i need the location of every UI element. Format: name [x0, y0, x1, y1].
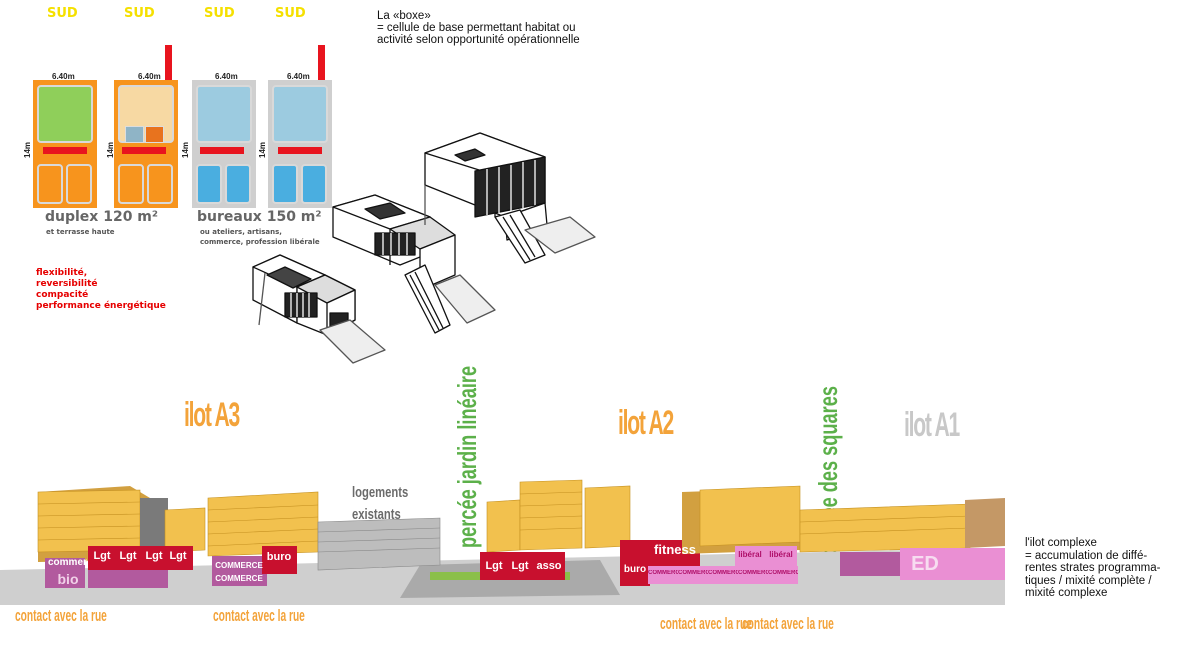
sud-label-2: SUD — [124, 6, 155, 21]
a2-main-block — [520, 480, 582, 550]
label-commerce-a2-5: COMMERCE — [768, 570, 798, 576]
plan-duplex-1-room-a — [37, 164, 63, 204]
sketch-box-2 — [333, 195, 495, 333]
a1-long-block — [800, 504, 970, 552]
quality-item: compacité — [36, 290, 166, 301]
label-lgt-4: Lgt — [166, 550, 190, 562]
plan-duplex-2-room-b — [147, 164, 173, 204]
label-buro-a3: buro — [262, 551, 296, 563]
complex-line: = accumulation de diffé- — [1025, 550, 1161, 563]
label-commerce-a2-1: COMMERCE — [648, 570, 678, 576]
intro-line: La «boxe» — [377, 10, 580, 22]
complex-text: l'ilot complexe = accumulation de diffé-… — [1025, 537, 1161, 600]
contact-label-1: contact avec la rue — [15, 606, 107, 626]
sketch-box-1 — [253, 255, 385, 363]
label-commerce-a3: commerce — [48, 557, 88, 568]
label-commerce-a2-2: COMMERCE — [678, 570, 708, 576]
complex-line: l'ilot complexe — [1025, 537, 1161, 550]
label-fitness: fitness — [645, 542, 705, 557]
ilot-a1-label: ilot A1 — [904, 406, 959, 445]
plan-duplex-2-stair — [122, 147, 166, 154]
label-commerce-a2-4: COMMERCE — [738, 570, 768, 576]
sud-label-3: SUD — [204, 6, 235, 21]
a1-end-block — [965, 498, 1005, 548]
label-asso: asso — [535, 560, 563, 572]
complex-line: rentes strates programma- — [1025, 562, 1161, 575]
depth-dim-1: 14m — [23, 142, 32, 158]
solar-marker-2 — [318, 45, 325, 85]
existing-housing — [318, 518, 440, 570]
plan-duplex-2-module-blue — [125, 126, 144, 143]
label-lgt-a2-2: Lgt — [508, 560, 532, 572]
quality-item: performance énergétique — [36, 301, 166, 312]
a3-small-block — [165, 508, 205, 552]
ilot-section-model — [0, 470, 1010, 610]
plan-duplex-1 — [33, 80, 97, 208]
intro-line: activité selon opportunité opérationnell… — [377, 34, 580, 46]
depth-dim-3: 14m — [181, 142, 190, 158]
plan-duplex-2 — [114, 80, 178, 208]
label-commerce-a2-3: COMMERCE — [708, 570, 738, 576]
ilot-a2-label: ilot A2 — [618, 404, 673, 443]
label-lgt-2: Lgt — [116, 550, 140, 562]
label-lgt-3: Lgt — [142, 550, 166, 562]
label-liberal-1: libéral — [735, 550, 765, 559]
a3-block-front — [38, 490, 140, 552]
plan-bureaux-1-room-a — [196, 164, 222, 204]
qualities-list: flexibilité, reversibilité compacité per… — [36, 268, 166, 312]
duplex-subtitle: et terrasse haute — [46, 227, 115, 237]
sud-label-1: SUD — [47, 6, 78, 21]
a1-purple-plinth — [840, 552, 900, 576]
plan-duplex-2-module-orange — [145, 126, 164, 143]
intro-text: La «boxe» = cellule de base permettant h… — [377, 10, 580, 46]
contact-label-2: contact avec la rue — [213, 606, 305, 626]
ilot-a3-label: ilot A3 — [184, 396, 239, 435]
quality-item: reversibilité — [36, 279, 166, 290]
label-bio: bio — [48, 571, 88, 587]
complex-line: tiques / mixité complète / — [1025, 575, 1161, 588]
a2-tower-block — [585, 486, 630, 548]
contact-label-3: contact avec la rue — [660, 614, 752, 634]
a3-lower-row — [88, 570, 168, 588]
a1-mid-block — [700, 486, 800, 546]
label-buro-a2: buro — [620, 564, 650, 575]
label-commerce-a3-1: COMMERCE — [214, 561, 264, 570]
quality-item: flexibilité, — [36, 268, 166, 279]
label-liberal-2: libéral — [766, 550, 796, 559]
label-lgt-a2-1: Lgt — [482, 560, 506, 572]
complex-line: mixité complexe — [1025, 587, 1161, 600]
label-lgt-1: Lgt — [90, 550, 114, 562]
label-ed: ED — [905, 553, 945, 576]
boxe-sketches — [225, 125, 605, 365]
contact-label-4: contact avec la rue — [742, 614, 834, 634]
a2-small-block — [487, 500, 520, 552]
solar-marker-1 — [165, 45, 172, 85]
label-commerce-a3-2: COMMERCE — [214, 574, 264, 583]
plan-duplex-1-stair — [43, 147, 87, 154]
duplex-title: duplex 120 m² — [45, 209, 158, 225]
plan-duplex-1-room-b — [66, 164, 92, 204]
plan-duplex-2-room-a — [118, 164, 144, 204]
plan-duplex-1-garden — [37, 85, 93, 143]
intro-line: = cellule de base permettant habitat ou — [377, 22, 580, 34]
sud-label-4: SUD — [275, 6, 306, 21]
